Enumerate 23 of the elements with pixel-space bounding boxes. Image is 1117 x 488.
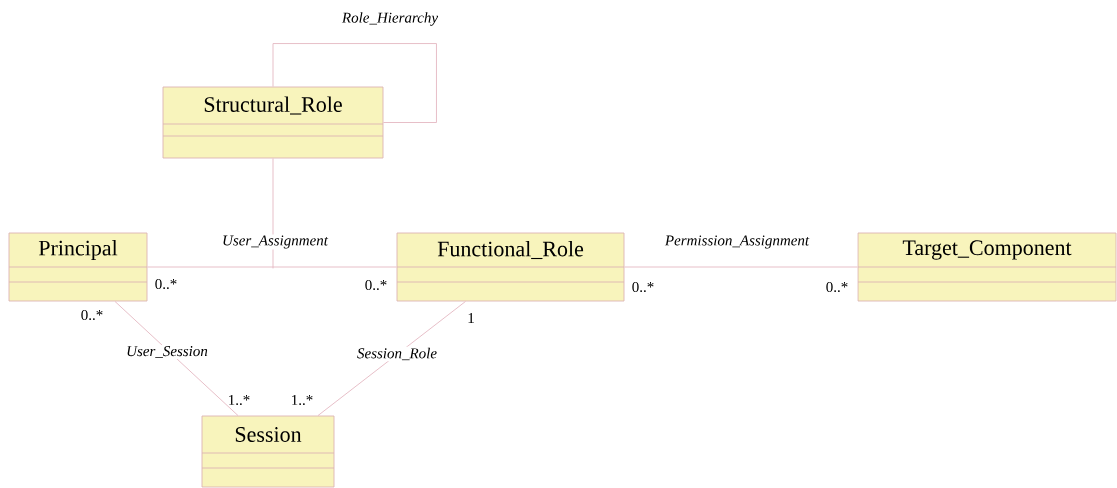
- multiplicity: 1: [468, 313, 474, 323]
- edge-label: Session_Role: [356, 346, 438, 362]
- class-box: Functional_Role: [396, 232, 625, 302]
- edge-label: Role_Hierarchy: [340, 11, 440, 27]
- multiplicity: 1..*: [292, 394, 313, 406]
- association-line: [147, 266, 397, 268]
- association-line: [317, 301, 466, 416]
- class-box: Structural_Role: [162, 86, 384, 159]
- edge-label: User_Session: [125, 345, 209, 359]
- multiplicity: 0..*: [632, 281, 654, 293]
- class-box: Principal: [8, 232, 148, 302]
- multiplicity: 1..*: [229, 394, 250, 406]
- multiplicity: 0..*: [81, 309, 103, 321]
- association-line: [114, 301, 239, 416]
- association-line: [624, 266, 858, 268]
- class-box: Target_Component: [857, 232, 1117, 302]
- multiplicity: 0..*: [155, 278, 177, 290]
- multiplicity: 0..*: [826, 281, 848, 293]
- association-line: [272, 43, 437, 123]
- edge-label: User_Assignment: [221, 234, 329, 250]
- class-box: Session: [201, 415, 335, 488]
- multiplicity: 0..*: [365, 279, 387, 291]
- edge-label: Permission_Assignment: [663, 234, 811, 250]
